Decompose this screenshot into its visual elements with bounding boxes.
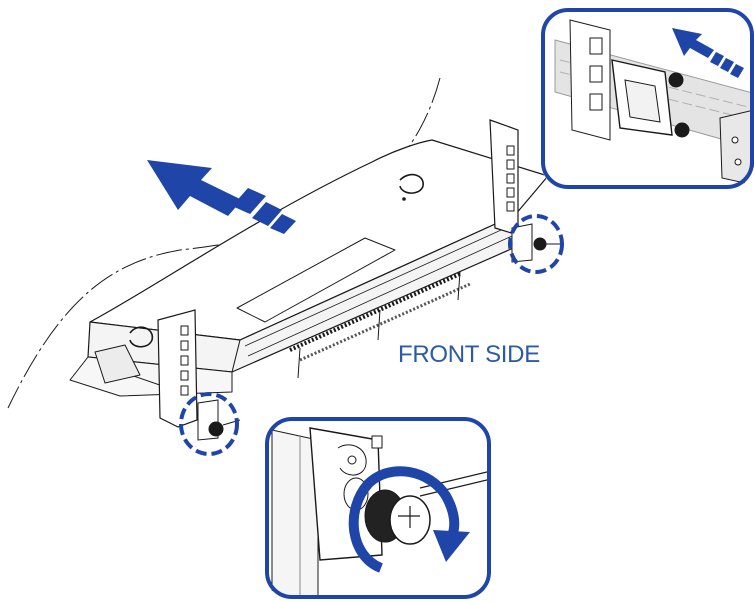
arrow-up-left-icon: [672, 28, 744, 78]
highlight-circle-front: [179, 392, 239, 456]
highlight-circle-rear: [508, 214, 564, 274]
detail-callout-front: [265, 417, 491, 599]
thumbscrew-front: [197, 399, 241, 441]
thumbscrew-rear: [511, 223, 560, 263]
rotate-arrowhead: [433, 530, 470, 562]
rack-post-rear: [489, 119, 519, 236]
detail-callout-rear: [541, 8, 754, 189]
rack-post-front: [157, 309, 198, 428]
arrow-up-left-icon: [147, 160, 296, 234]
front-side-label: FRONT SIDE: [398, 341, 540, 368]
rotate-clockwise-icon: [348, 466, 460, 573]
server-chassis: [69, 139, 549, 397]
